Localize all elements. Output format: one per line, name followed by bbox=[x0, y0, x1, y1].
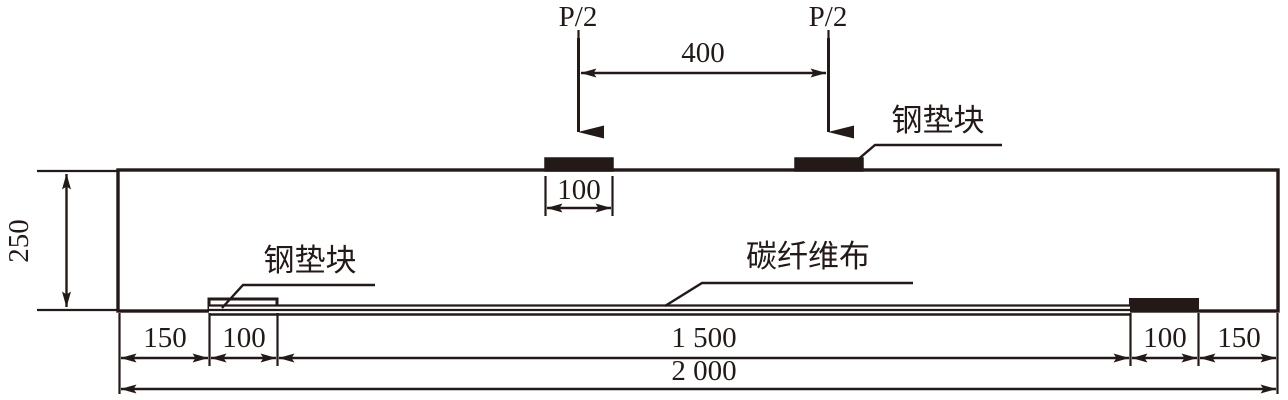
dimension-label-right-overhang: 150 bbox=[1217, 322, 1261, 354]
dimension-top-pad-width bbox=[544, 176, 614, 216]
dimension-extension-lines bbox=[118, 313, 1279, 394]
beam-outline bbox=[116, 168, 1280, 313]
leader-steel-pad-bottom bbox=[221, 283, 375, 309]
dimension-beam-depth bbox=[37, 169, 117, 312]
dimension-load-spacing bbox=[577, 30, 830, 86]
top-load-pad-left bbox=[544, 157, 614, 172]
leader-cfrp-sheet bbox=[664, 281, 913, 308]
load-label-left: P/2 bbox=[559, 1, 598, 33]
dimension-label-total-length: 2 000 bbox=[671, 355, 736, 387]
dimension-label-right-support-pad: 100 bbox=[1143, 322, 1187, 354]
cfrp-sheet-strip bbox=[209, 304, 1130, 316]
dimension-label-top-pad-width: 100 bbox=[557, 174, 601, 206]
leader-steel-pad-top bbox=[847, 143, 1002, 169]
dimension-label-left-overhang: 150 bbox=[143, 322, 187, 354]
top-load-pad-right bbox=[794, 157, 864, 172]
bottom-support-pad-right bbox=[1129, 298, 1199, 312]
load-label-right: P/2 bbox=[809, 1, 848, 33]
label-cfrp-sheet: 碳纤维布 bbox=[746, 239, 870, 275]
dimension-label-beam-depth: 250 bbox=[3, 219, 35, 263]
label-steel-pad-bottom: 钢垫块 bbox=[264, 243, 357, 279]
label-steel-pad-top: 钢垫块 bbox=[892, 103, 985, 139]
dimension-label-left-support-pad: 100 bbox=[222, 322, 266, 354]
dimension-label-cfrp-length: 1 500 bbox=[671, 322, 736, 354]
dimension-label-load-spacing: 400 bbox=[681, 37, 725, 69]
